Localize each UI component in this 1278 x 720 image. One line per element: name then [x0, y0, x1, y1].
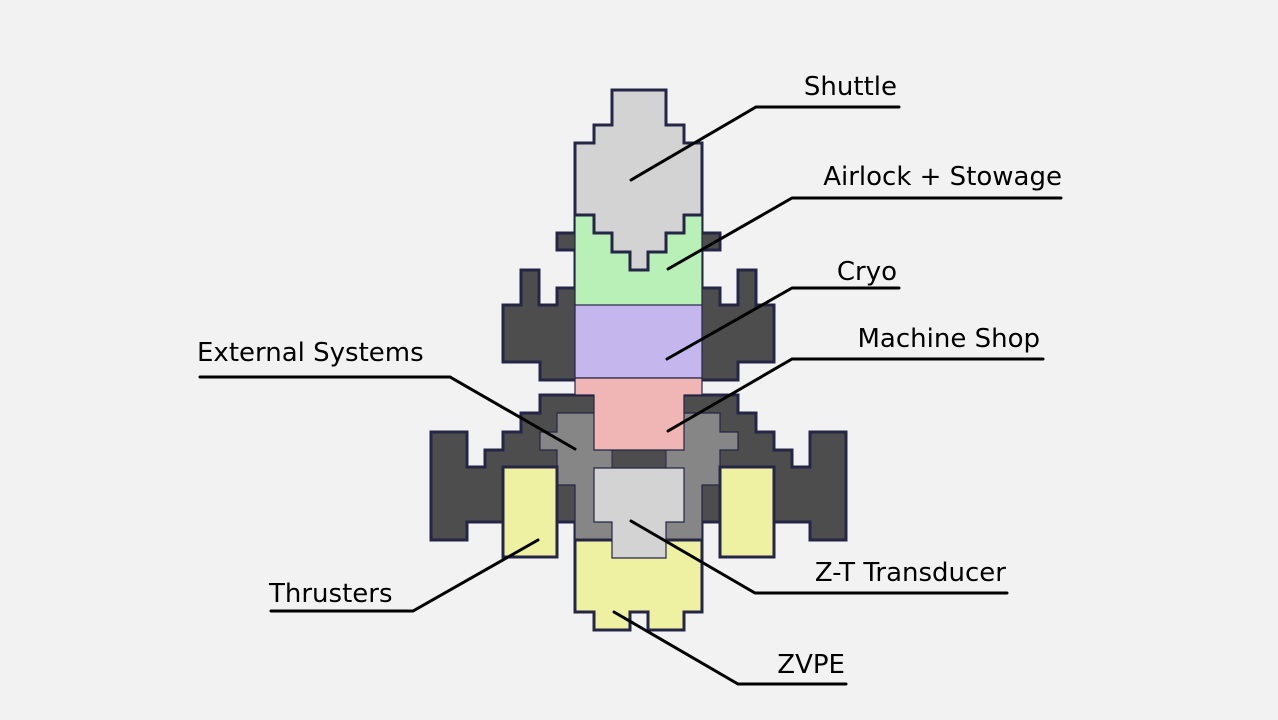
thruster-right	[718, 465, 776, 559]
label-zvpe: ZVPE	[777, 650, 845, 680]
label-zt-transducer: Z-T Transducer	[815, 558, 1006, 588]
leader-zvpe	[612, 610, 848, 686]
leader-thrusters	[269, 538, 540, 613]
leader-shuttle	[629, 105, 901, 182]
machine-shop-module	[574, 377, 703, 451]
label-cryo: Cryo	[837, 257, 897, 287]
zvpe-module	[573, 538, 704, 632]
label-thrusters: Thrusters	[268, 579, 393, 609]
leader-airlock	[666, 196, 1063, 271]
label-external-systems: External Systems	[197, 338, 424, 368]
zt-transducer-module	[593, 467, 685, 559]
label-shuttle: Shuttle	[804, 72, 897, 102]
label-machine-shop: Machine Shop	[858, 324, 1041, 354]
leader-cryo	[665, 286, 901, 361]
leader-machine-shop	[666, 357, 1045, 433]
leader-external-systems	[198, 375, 577, 451]
cryo-module	[574, 304, 703, 379]
core-conduit	[611, 449, 667, 469]
shuttle-module	[573, 88, 704, 272]
label-airlock: Airlock + Stowage	[823, 162, 1062, 192]
leader-zt-transducer	[629, 519, 1009, 595]
thruster-left	[501, 465, 559, 559]
